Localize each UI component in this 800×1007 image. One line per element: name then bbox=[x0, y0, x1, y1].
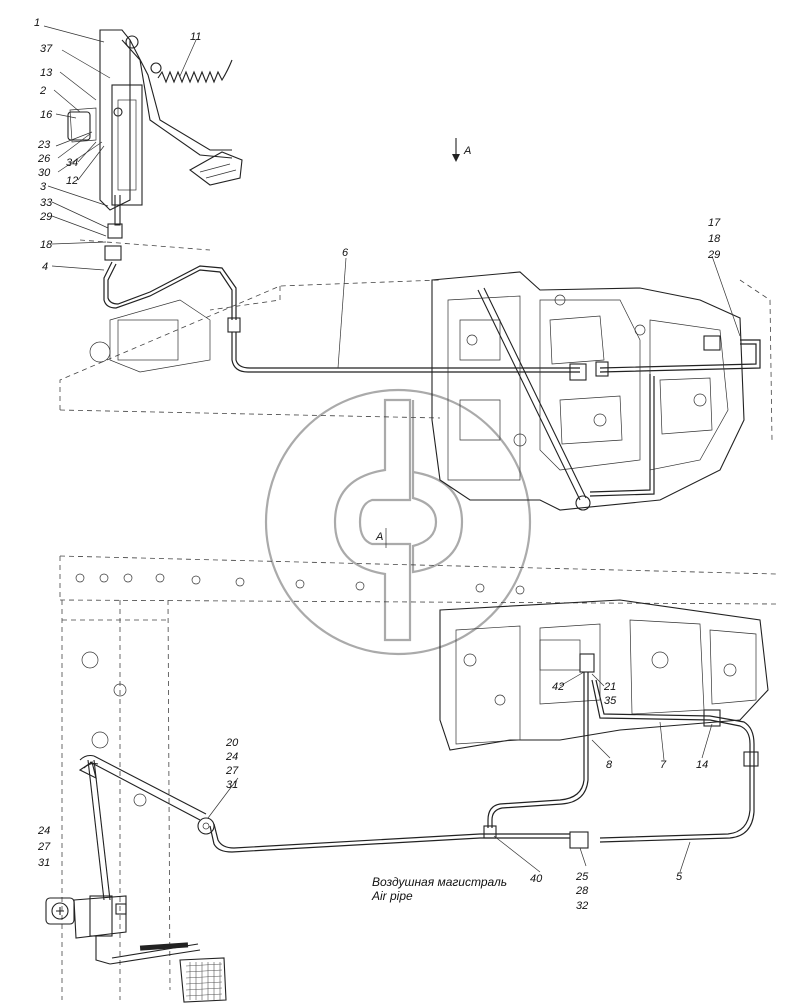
callout-25: 25 bbox=[575, 871, 589, 883]
callout-35: 35 bbox=[604, 695, 617, 707]
air-pipes-lower bbox=[209, 653, 759, 853]
view-label-a-top: A bbox=[463, 145, 471, 157]
callout-31: 31 bbox=[226, 779, 238, 791]
callout-24: 24 bbox=[225, 751, 238, 763]
frame-rail-lower bbox=[59, 555, 777, 1000]
gearbox-side-view bbox=[439, 599, 769, 751]
return-spring bbox=[157, 59, 233, 84]
callout-2: 2 bbox=[39, 85, 46, 97]
frame-outline-upper bbox=[59, 239, 773, 441]
callout-11: 11 bbox=[190, 31, 201, 43]
caption-en: Air pipe bbox=[371, 889, 413, 903]
callout-42: 42 bbox=[552, 681, 564, 693]
callout-5: 5 bbox=[676, 871, 683, 883]
bottom-valve-assembly bbox=[45, 895, 227, 1003]
callout-14: 14 bbox=[696, 759, 708, 771]
callout-24b: 24 bbox=[37, 825, 50, 837]
air-pipe-caption: Воздушная магистраль Air pipe bbox=[371, 875, 507, 903]
view-arrow-a-mid: A bbox=[375, 528, 387, 548]
callout-8: 8 bbox=[606, 759, 613, 771]
callout-34: 34 bbox=[66, 157, 78, 169]
callout-37: 37 bbox=[40, 43, 53, 55]
callout-28: 28 bbox=[575, 885, 589, 897]
callout-12: 12 bbox=[66, 175, 78, 187]
leader-lines bbox=[43, 25, 741, 873]
callout-7: 7 bbox=[660, 759, 667, 771]
lower-pedal-lever bbox=[78, 754, 215, 901]
callout-23: 23 bbox=[37, 139, 51, 151]
callout-4: 4 bbox=[42, 261, 48, 273]
callout-27: 27 bbox=[225, 765, 239, 777]
callout-18: 18 bbox=[40, 239, 53, 251]
callout-33: 33 bbox=[40, 197, 53, 209]
callout-27b: 27 bbox=[37, 841, 51, 853]
callout-29: 29 bbox=[39, 211, 52, 223]
callout-13: 13 bbox=[40, 67, 53, 79]
callout-6: 6 bbox=[342, 247, 349, 259]
gearbox-top-view bbox=[431, 271, 745, 511]
caption-ru: Воздушная магистраль bbox=[372, 875, 507, 889]
callout-3: 3 bbox=[40, 181, 47, 193]
callout-1: 1 bbox=[34, 17, 40, 29]
watermark-logo bbox=[264, 388, 532, 656]
view-arrow-a-top: A bbox=[452, 138, 471, 162]
callout-29b: 29 bbox=[707, 249, 720, 261]
callout-17: 17 bbox=[708, 217, 721, 229]
callout-20: 20 bbox=[225, 737, 239, 749]
callout-16: 16 bbox=[40, 109, 53, 121]
callout-40: 40 bbox=[530, 873, 543, 885]
callout-18b: 18 bbox=[708, 233, 721, 245]
pedal-bracket-upper bbox=[67, 29, 243, 261]
view-label-a-mid: A bbox=[375, 531, 383, 543]
clutch-pipe bbox=[103, 261, 761, 381]
callout-32: 32 bbox=[576, 900, 588, 912]
callout-30: 30 bbox=[38, 167, 51, 179]
callout-21: 21 bbox=[603, 681, 616, 693]
callout-31b: 31 bbox=[38, 857, 50, 869]
callout-26: 26 bbox=[37, 153, 51, 165]
callout-labels: 1 37 13 2 16 23 26 30 34 12 3 33 29 18 4… bbox=[34, 17, 721, 912]
